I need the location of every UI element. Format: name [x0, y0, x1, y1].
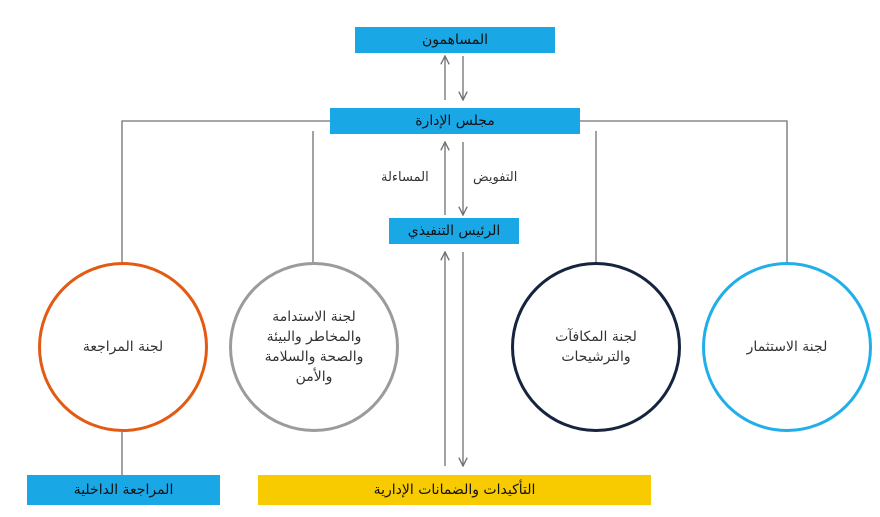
delegation-label: التفويض — [473, 170, 518, 185]
internal-audit-label: المراجعة الداخلية — [73, 482, 174, 498]
line-board-to-audit — [121, 120, 330, 262]
audit-committee-label: لجنة المراجعة — [82, 339, 164, 355]
board-box: مجلس الإدارة — [330, 108, 580, 134]
remuneration-committee-circle: لجنة المكافآت والترشيحات — [511, 262, 681, 432]
ceo-label: الرئيس التنفيذي — [407, 223, 501, 239]
accountability-label: المساءلة — [381, 170, 429, 185]
investment-committee-label: لجنة الاستثمار — [746, 339, 828, 355]
board-label: مجلس الإدارة — [415, 113, 495, 129]
shareholders-label: المساهمون — [422, 32, 488, 48]
assurance-label: التأكيدات والضمانات الإدارية — [373, 482, 536, 498]
ceo-box: الرئيس التنفيذي — [389, 218, 519, 244]
sustainability-committee-label: لجنة الاستدامة والمخاطر والبيئة والصحة و… — [264, 309, 364, 385]
assurance-box: التأكيدات والضمانات الإدارية — [258, 475, 651, 505]
internal-audit-box: المراجعة الداخلية — [27, 475, 220, 505]
remuneration-committee-label: لجنة المكافآت والترشيحات — [555, 329, 637, 365]
audit-committee-circle: لجنة المراجعة — [38, 262, 208, 432]
investment-committee-circle: لجنة الاستثمار — [702, 262, 872, 432]
sustainability-committee-circle: لجنة الاستدامة والمخاطر والبيئة والصحة و… — [229, 262, 399, 432]
line-board-to-investment — [580, 120, 788, 262]
shareholders-box: المساهمون — [355, 27, 555, 53]
